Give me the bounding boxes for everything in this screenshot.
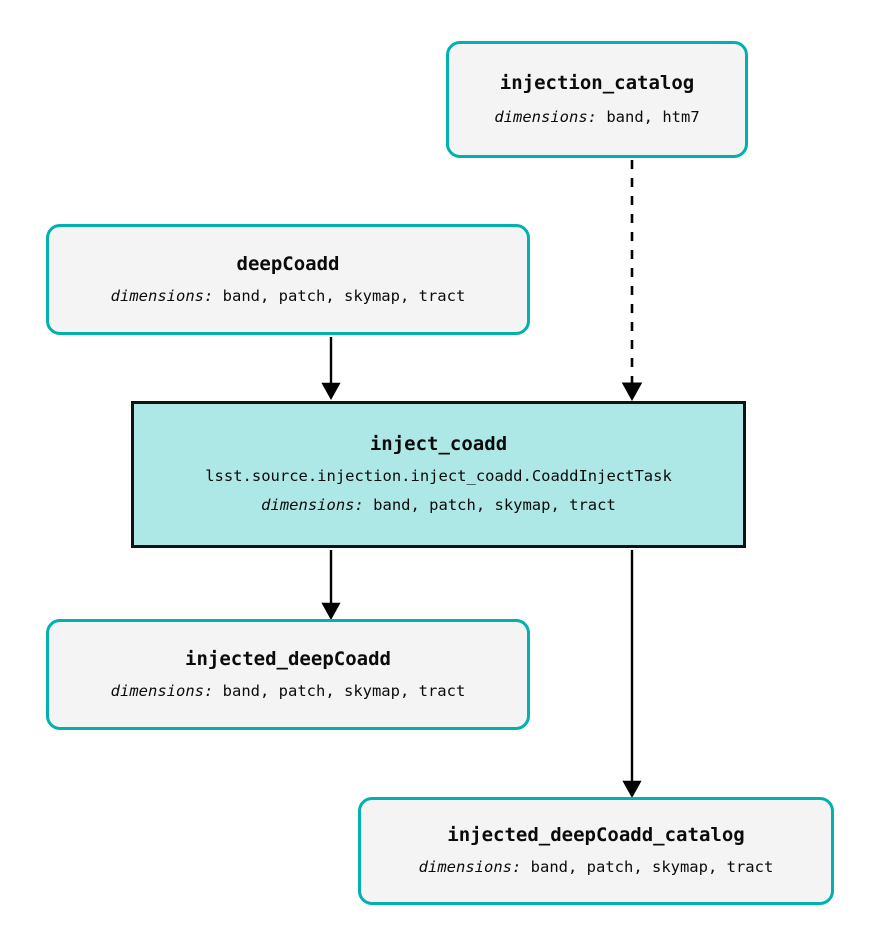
dimensions-value: band, patch, skymap, tract (373, 495, 616, 514)
dimensions-value: band, patch, skymap, tract (222, 286, 466, 305)
dimensions-value: band, patch, skymap, tract (530, 858, 774, 877)
dimensions-label: dimensions: (110, 681, 214, 700)
node-title: deepCoadd (236, 252, 340, 275)
node-dimensions: dimensions: band, patch, skymap, tract (418, 858, 774, 877)
dimensions-value: band, patch, skymap, tract (222, 681, 466, 700)
dimensions-label: dimensions: (418, 858, 522, 877)
node-title: injected_deepCoadd_catalog (447, 824, 745, 847)
node-title: injection_catalog (499, 71, 695, 94)
node-injected-deepcoadd-catalog[interactable]: injected_deepCoadd_catalog dimensions: b… (358, 797, 834, 905)
node-dimensions: dimensions: band, patch, skymap, tract (110, 286, 466, 306)
node-injected-deepcoadd[interactable]: injected_deepCoadd dimensions: band, pat… (46, 619, 530, 730)
node-deepcoadd[interactable]: deepCoadd dimensions: band, patch, skyma… (46, 224, 530, 335)
dimensions-label: dimensions: (494, 107, 597, 126)
dimensions-value: band, htm7 (606, 107, 700, 126)
dimensions-label: dimensions: (110, 286, 214, 305)
node-class-path: lsst.source.injection.inject_coadd.Coadd… (205, 467, 672, 486)
node-injection-catalog[interactable]: injection_catalog dimensions: band, htm7 (446, 41, 748, 158)
node-dimensions: dimensions: band, htm7 (494, 107, 700, 127)
node-dimensions: dimensions: band, patch, skymap, tract (261, 495, 616, 515)
dimensions-label: dimensions: (261, 495, 364, 514)
node-dimensions: dimensions: band, patch, skymap, tract (110, 681, 466, 701)
node-title: inject_coadd (369, 433, 508, 456)
node-inject-coadd[interactable]: inject_coadd lsst.source.injection.injec… (131, 401, 746, 548)
node-title: injected_deepCoadd (185, 647, 391, 670)
